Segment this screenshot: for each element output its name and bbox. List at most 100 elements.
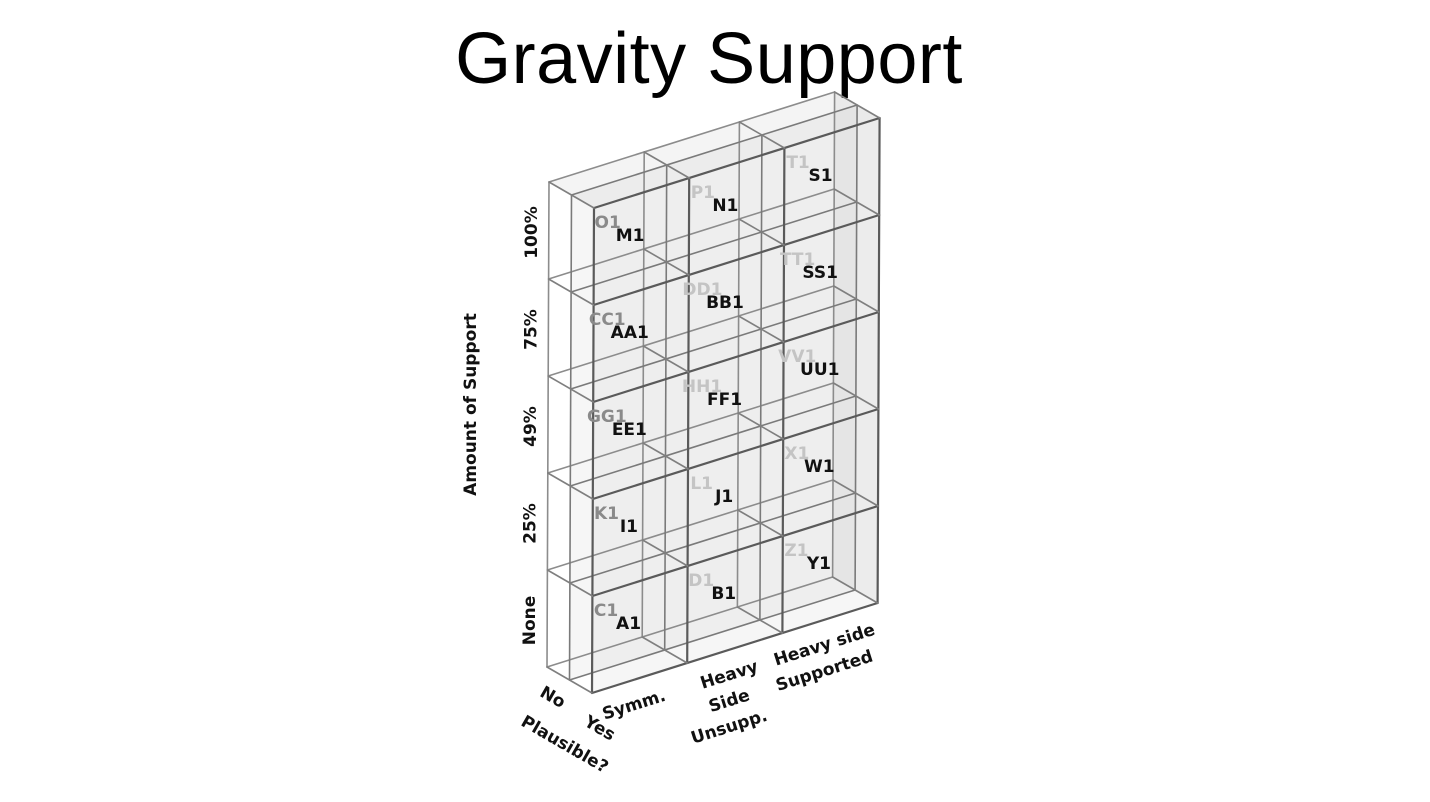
top-face — [666, 135, 785, 178]
depth-edge — [641, 636, 689, 664]
grid-edge — [569, 492, 857, 584]
depth-edge — [833, 188, 881, 216]
grid-edge — [546, 479, 834, 571]
depth-edge — [547, 375, 595, 403]
depth-edge — [832, 285, 880, 313]
side-face — [856, 105, 880, 215]
cell-label-front: M1 — [616, 226, 645, 246]
cube-face — [784, 118, 880, 245]
grid-edge — [641, 151, 646, 638]
grid-edge — [686, 176, 691, 665]
depth-edge — [738, 121, 786, 149]
vertical-level-label: 25% — [521, 503, 541, 544]
cell-label-back: DD1 — [682, 280, 722, 300]
depth-edge — [642, 345, 690, 373]
depth-edge — [832, 382, 880, 410]
depth-edge — [643, 151, 691, 179]
depth-edge — [738, 218, 785, 246]
vertical-level-label: None — [520, 596, 540, 646]
cell-label-front: AA1 — [611, 323, 649, 343]
depth-edge — [546, 666, 593, 694]
depth-edge — [736, 509, 784, 537]
cell-label-front: Y1 — [806, 554, 831, 574]
side-face — [832, 480, 856, 590]
side-face — [855, 493, 878, 603]
grid-edge — [736, 121, 741, 608]
depth-edge — [737, 315, 785, 343]
cell-label-back: T1 — [786, 153, 809, 173]
cube-face — [782, 506, 878, 633]
depth-edge — [548, 181, 595, 209]
cube-edges — [546, 91, 881, 695]
depth-edge — [833, 91, 881, 119]
grid-edge — [568, 589, 856, 681]
cell-labels: C1D1Z1A1B1Y1K1L1X1I1J1W1GG1HH1VV1EE1FF1U… — [587, 153, 839, 634]
horizontal-level-label: Unsupp. — [689, 706, 770, 749]
side-face — [834, 92, 858, 202]
cube-face — [592, 469, 688, 596]
depth-edge — [737, 412, 785, 440]
grid-edge — [831, 91, 836, 578]
depth-edge — [642, 248, 690, 276]
side-face — [855, 299, 879, 409]
cell-label-back: GG1 — [587, 407, 627, 427]
top-face — [549, 152, 667, 195]
grid-edge — [663, 164, 668, 651]
grid-edge — [876, 116, 881, 605]
cube-face — [593, 178, 690, 305]
cell-label-front: B1 — [711, 584, 736, 604]
depth-edge — [546, 472, 594, 500]
top-face — [761, 105, 880, 148]
cube-face — [761, 105, 858, 232]
grid-edge — [570, 104, 858, 196]
cube-face — [571, 165, 667, 292]
cell-label-front: FF1 — [707, 390, 742, 410]
grid-edge — [547, 285, 835, 377]
side-face — [833, 189, 857, 299]
cell-label-back: HH1 — [682, 377, 722, 397]
cell-label-back: L1 — [690, 474, 713, 494]
cube-face — [592, 372, 689, 499]
cube-face — [783, 312, 879, 439]
grid-edge — [546, 181, 550, 668]
grid-edge — [547, 188, 836, 280]
cube-face — [688, 245, 784, 372]
top-face — [739, 92, 858, 135]
cube-face — [688, 342, 784, 469]
depth-edge — [736, 606, 784, 634]
cube-face — [592, 566, 688, 693]
grid-edge — [781, 146, 786, 635]
cell-label-back: D1 — [688, 571, 714, 591]
horizontal-level-label: Symm. — [600, 686, 668, 725]
grid-edge — [591, 407, 880, 501]
diagram-title: Gravity Support — [455, 19, 963, 99]
cell-label-back: CC1 — [589, 310, 626, 330]
depth-edge — [832, 479, 879, 507]
cell-label-front: S1 — [809, 166, 833, 186]
cube-face — [783, 215, 880, 342]
grid-edge — [546, 382, 835, 474]
cube-face — [688, 148, 785, 275]
cell-label-back: P1 — [691, 183, 715, 203]
cell-label-front: BB1 — [706, 293, 744, 313]
cell-label-front: EE1 — [612, 420, 647, 440]
cube-face — [687, 439, 784, 566]
grid-edge — [569, 298, 858, 390]
cube-face — [593, 275, 689, 402]
cell-label-back: O1 — [595, 213, 621, 233]
cell-label-front: UU1 — [800, 360, 839, 380]
cell-label-back: C1 — [594, 601, 618, 621]
cube-face — [666, 135, 762, 262]
grid-edge — [759, 134, 763, 621]
grid-edge — [592, 213, 881, 307]
top-face — [571, 165, 690, 208]
grid-edge — [570, 201, 858, 293]
cell-label-back: TT1 — [780, 250, 815, 270]
cell-label-back: K1 — [594, 504, 619, 524]
grid-edge — [546, 576, 834, 668]
grid-edge — [548, 91, 836, 183]
cell-label-back: Z1 — [784, 541, 808, 561]
cell-label-back: VV1 — [778, 347, 816, 367]
cell-label-front: SS1 — [802, 263, 838, 283]
cell-label-front: N1 — [712, 196, 738, 216]
